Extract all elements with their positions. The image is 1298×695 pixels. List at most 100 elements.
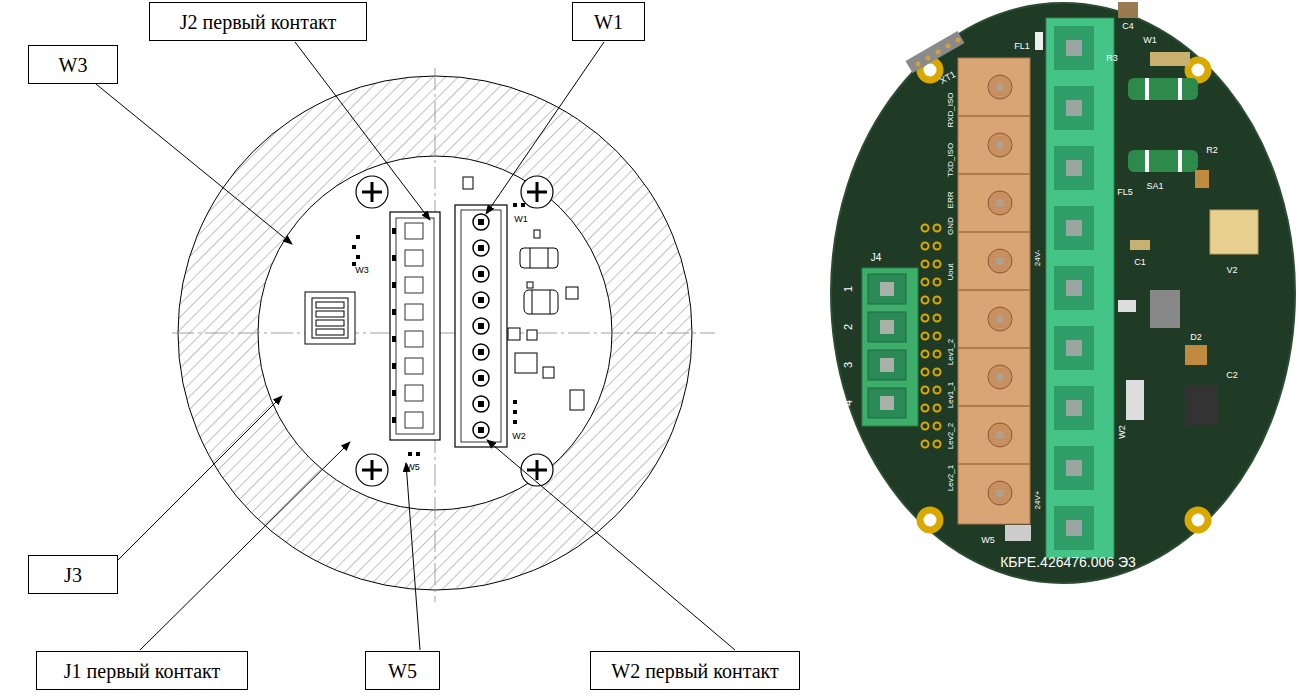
pin-header [936,50,941,55]
pin-number: 4 [843,400,854,406]
signal-name: 24V- [1034,250,1042,266]
connector-j2 [478,219,484,225]
connector-j3 [316,302,344,308]
pcb-components [1150,290,1180,328]
connector-tan [988,191,1012,215]
pin-header [922,243,929,250]
callout-box: J2 первый контакт [149,2,367,41]
connector-j1 [392,282,396,288]
pin-header [922,297,929,304]
connector-j1 [396,218,434,434]
pin-header [934,441,941,448]
connector-j2 [473,266,489,282]
connector-green [1066,160,1082,176]
connector-tan [988,307,1012,331]
connector-tan [958,347,1030,349]
leader-line [406,463,420,650]
jumper-pads [352,203,525,456]
connector-green [1054,26,1094,550]
pcb-components [1130,240,1150,250]
components [463,177,584,410]
signal-name: ERR [947,192,955,209]
silk-label: W5 [981,536,995,545]
callout-text: J3 [64,565,82,585]
pin-header [934,351,941,358]
connector-j2 [478,427,484,433]
pin-header [922,441,929,448]
connector-j2 [473,422,489,438]
pin-number: 1 [843,286,854,292]
connector-j1 [405,223,423,239]
mounting-hole [1188,510,1208,530]
pin-header [934,243,941,250]
connector-j2 [478,245,484,251]
connector-tan [988,75,1012,99]
jumper-pads [356,255,360,259]
connector-tan [958,231,1030,233]
silk-label: C2 [1226,371,1238,380]
silk-label: D2 [1190,333,1202,342]
terminal-block-j4 [862,268,918,426]
pcb-components [1035,32,1043,50]
pcb-components [1128,150,1198,172]
silk-label: FL1 [1014,42,1030,51]
silk-label: R2 [1206,146,1218,155]
terminal-block-j4 [880,320,894,334]
screw [356,176,553,486]
connector-tan [958,58,1030,524]
connector-j1 [392,228,396,234]
pin-header [956,38,961,43]
pcb-components [1128,78,1198,100]
callout-box: W3 [28,45,118,84]
silk-label: C4 [1122,22,1134,31]
connector-j1 [405,385,423,401]
pin-header [922,333,929,340]
jumper-pads [521,203,525,207]
connector-j2 [478,323,484,329]
connector-j1 [405,304,423,320]
connector-tan [996,141,1004,149]
signal-name: Lev2_2 [947,423,955,449]
silk-label: V2 [1226,266,1237,275]
components [515,353,537,373]
connector-tan [958,289,1030,291]
connector-j1 [392,390,396,396]
connector-j2 [478,375,484,381]
pin-header [934,297,941,304]
connector-green [1066,520,1082,536]
pcb-components [1210,210,1258,254]
connector-tan [958,173,1030,175]
silk-label: J4 [871,253,882,263]
pcb-components [1145,150,1149,172]
silk-label: C1 [1134,258,1146,267]
connector-tan [996,431,1004,439]
components [566,287,578,299]
components [548,248,549,268]
signal-name: 24V+ [1034,491,1042,510]
connector-tan [958,58,1030,524]
leader-line [295,42,430,220]
screw [362,460,382,480]
pin-header [934,225,941,232]
signal-name: Lev1_2 [947,339,955,365]
components [508,328,520,340]
connector-tan [988,75,1012,505]
callout-text: W2 первый контакт [611,661,779,681]
pcb-components [1005,2,1258,541]
jumper-pads [356,235,360,239]
pcb-components [1145,78,1149,100]
pin-header [916,38,961,67]
silk-label: R3 [1106,54,1118,63]
pin-header [922,405,929,412]
pin-header [934,387,941,394]
connector-tan [988,133,1012,157]
terminal-block-j4 [862,268,918,426]
terminal-block-j4 [868,312,906,342]
mounting-hole [1188,60,1208,80]
jumper-pads [513,410,517,414]
signal-name: Lev1_1 [947,382,955,408]
pcb-components [1195,170,1209,188]
components [520,248,558,268]
signal-name: Lev2_1 [947,465,955,491]
